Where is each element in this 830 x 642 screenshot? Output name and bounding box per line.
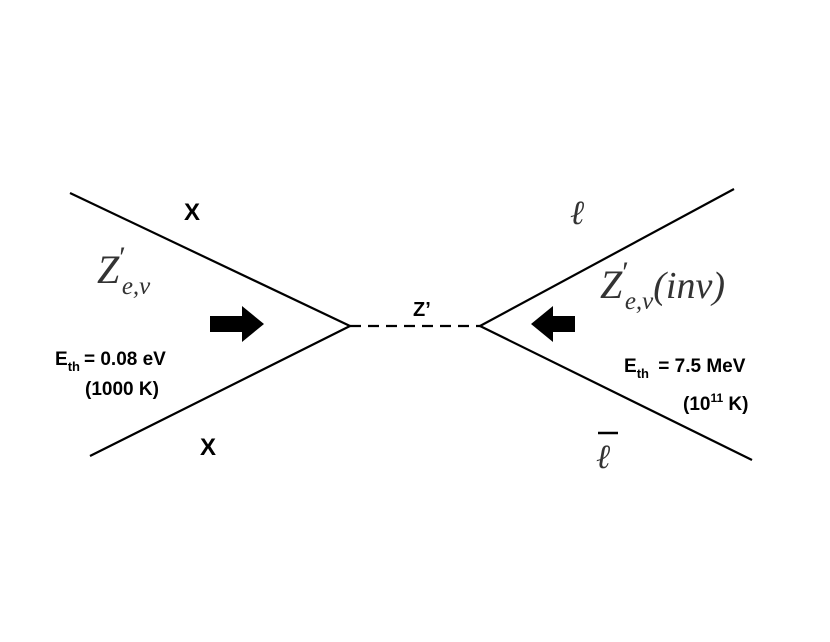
left-incoming-bottom-line [89, 325, 351, 457]
right-temperature-open: (10 [683, 394, 710, 415]
right-temperature-label: (1011 K) [683, 391, 748, 415]
left-threshold-label: Eth = 0.08 eV [55, 349, 166, 374]
left-threshold-symbol: E [55, 349, 68, 370]
arrow-right-icon [210, 306, 264, 342]
right-top-particle-label: ℓ [570, 195, 584, 232]
propagator-label: Z’ [413, 299, 431, 321]
left-threshold-value: = 0.08 eV [84, 349, 166, 370]
right-outgoing-top-line [479, 188, 735, 327]
right-threshold-label: Eth = 7.5 MeV [624, 356, 746, 381]
right-outgoing-bottom-line [479, 325, 753, 461]
right-model-label: Z′e,ν(inv) [600, 256, 725, 315]
left-threshold-subscript: th [68, 359, 80, 374]
right-model-prime: ′ [622, 256, 629, 289]
right-temperature-exponent: 11 [710, 391, 723, 405]
left-incoming-top-line [69, 192, 351, 327]
right-model-base: Z [600, 262, 623, 307]
right-model-subscript: e,ν [625, 288, 654, 315]
right-threshold-symbol: E [624, 356, 637, 377]
right-threshold-subscript: th [637, 366, 649, 381]
right-temperature-close: K) [723, 394, 748, 415]
left-model-prime: ′ [119, 241, 126, 274]
left-temperature-label: (1000 K) [85, 379, 159, 400]
left-bottom-particle-label: X [200, 434, 216, 461]
right-bottom-particle-label: ℓ [596, 439, 610, 476]
left-model-subscript: e,ν [122, 273, 151, 300]
left-top-particle-label: X [184, 199, 200, 226]
arrow-left-icon [531, 306, 575, 342]
left-model-base: Z [97, 247, 120, 292]
right-model-suffix: (inv) [653, 265, 725, 307]
right-threshold-value: = 7.5 MeV [653, 356, 746, 377]
left-model-label: Z′e,ν [97, 241, 151, 300]
